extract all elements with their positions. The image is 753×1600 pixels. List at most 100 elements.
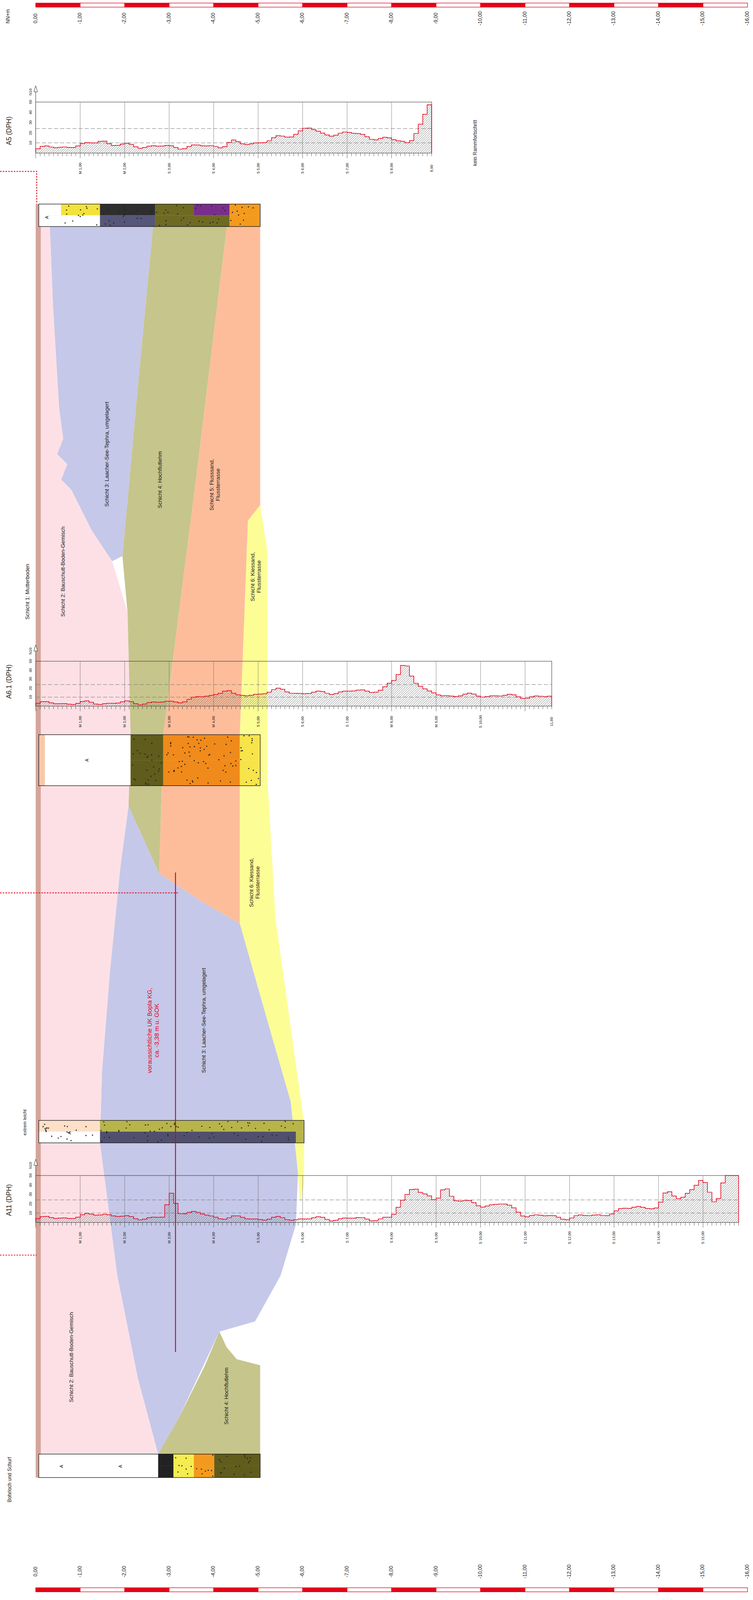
grain-dot (106, 1132, 108, 1134)
blow-count-bar (98, 1214, 103, 1223)
blow-count-bar (271, 689, 277, 706)
blow-count-bar (75, 145, 81, 153)
depth-tick (324, 706, 326, 710)
blow-count-bar (267, 1219, 272, 1223)
depth-tick (644, 1222, 646, 1226)
scale-value: -5,00 (255, 1565, 262, 1578)
blow-count-bar (133, 1218, 139, 1223)
depth-label: S 3,00 (167, 162, 172, 174)
blow-count-bar (209, 695, 214, 707)
blow-count-bar (356, 133, 361, 153)
depth-tick (102, 1222, 103, 1226)
depth-tick (662, 1222, 664, 1226)
grid-line (168, 661, 170, 706)
grain-dot (146, 769, 148, 771)
scale-value: -12,00 (566, 11, 573, 26)
column-segment (155, 203, 194, 216)
depth-tick (320, 706, 321, 710)
blow-count-bar (93, 704, 99, 707)
blow-count-bar (182, 701, 188, 706)
blow-count-bar (605, 1215, 610, 1223)
grain-dot (195, 1467, 198, 1470)
depth-tick (182, 1222, 183, 1226)
depth-tick (89, 706, 90, 710)
borehole-column (38, 203, 261, 227)
depth-tick (35, 706, 36, 712)
depth-tick (40, 1222, 41, 1226)
blow-count-bar (680, 1197, 686, 1223)
depth-tick (53, 1222, 54, 1226)
grain-dot (126, 1121, 128, 1123)
depth-tick (71, 1222, 72, 1226)
blow-count-bar (244, 695, 250, 707)
depth-tick (253, 152, 255, 156)
depth-tick (342, 152, 344, 156)
depth-label: S 5,00 (256, 1232, 261, 1244)
depth-tick (329, 1222, 330, 1226)
blow-count-bar (204, 1215, 210, 1223)
depth-tick (351, 152, 352, 156)
blow-count-bar (236, 1215, 241, 1223)
blow-count-bar (591, 1215, 597, 1223)
depth-tick (249, 1222, 250, 1226)
grain-dot (150, 775, 152, 777)
axis-tick: 20 (28, 686, 33, 691)
grain-dot (218, 1123, 221, 1125)
depth-tick (360, 152, 361, 156)
column-segment (214, 1465, 261, 1478)
depth-tick (382, 706, 383, 710)
scale-value: 0,00 (33, 13, 39, 23)
depth-tick (119, 706, 121, 710)
grain-dot (109, 224, 111, 227)
depth-tick (698, 1222, 699, 1226)
depth-tick (600, 1222, 601, 1226)
column-outline (38, 1454, 261, 1478)
blow-count-bar (489, 1204, 494, 1223)
depth-label: S 6,00 (300, 715, 305, 727)
scale-value: -16,00 (744, 1564, 751, 1579)
depth-tick (66, 706, 67, 710)
depth-tick (493, 1222, 494, 1226)
grain-dot (225, 743, 227, 746)
depth-tick (409, 706, 410, 710)
blow-count-bar (458, 695, 463, 707)
blow-count-bar (311, 129, 317, 153)
depth-tick (146, 152, 148, 156)
grain-dot (167, 1135, 169, 1137)
depth-tick (297, 152, 299, 156)
blow-count-bar (275, 1216, 281, 1223)
grain-dot (240, 750, 242, 752)
depth-tick (453, 706, 455, 710)
axis-tick: 50 (28, 99, 33, 105)
grain-dot (249, 1457, 252, 1459)
grain-dot (207, 782, 209, 784)
grain-dot (163, 212, 165, 214)
blow-count-bar (712, 1201, 717, 1223)
column-segment (229, 215, 260, 227)
depth-tick (413, 1222, 415, 1226)
depth-tick (240, 1222, 241, 1226)
blow-count-bar (351, 133, 357, 153)
grid-line (569, 1175, 570, 1223)
depth-tick (440, 706, 441, 710)
scale-value: -7,00 (344, 12, 351, 24)
depth-tick (435, 706, 437, 712)
blow-count-bar (236, 694, 241, 707)
grain-dot (239, 223, 241, 225)
blow-count-bar (240, 695, 245, 707)
depth-label: S 11,00 (522, 1231, 527, 1244)
depth-tick (395, 152, 397, 156)
depth-tick (658, 1222, 659, 1228)
column-segment (99, 215, 156, 227)
blow-count-bar (213, 694, 219, 707)
axis-tick: 40 (28, 668, 33, 673)
grain-dot (251, 742, 253, 744)
depth-tick (222, 1222, 223, 1226)
grain-dot (241, 206, 243, 209)
chart-frame (35, 661, 552, 706)
depth-tick (729, 1222, 731, 1226)
scale-value: -2,00 (121, 12, 128, 24)
blow-count-bar (253, 1218, 259, 1223)
scale-segment (613, 2, 659, 8)
blow-count-bar (396, 1207, 401, 1223)
